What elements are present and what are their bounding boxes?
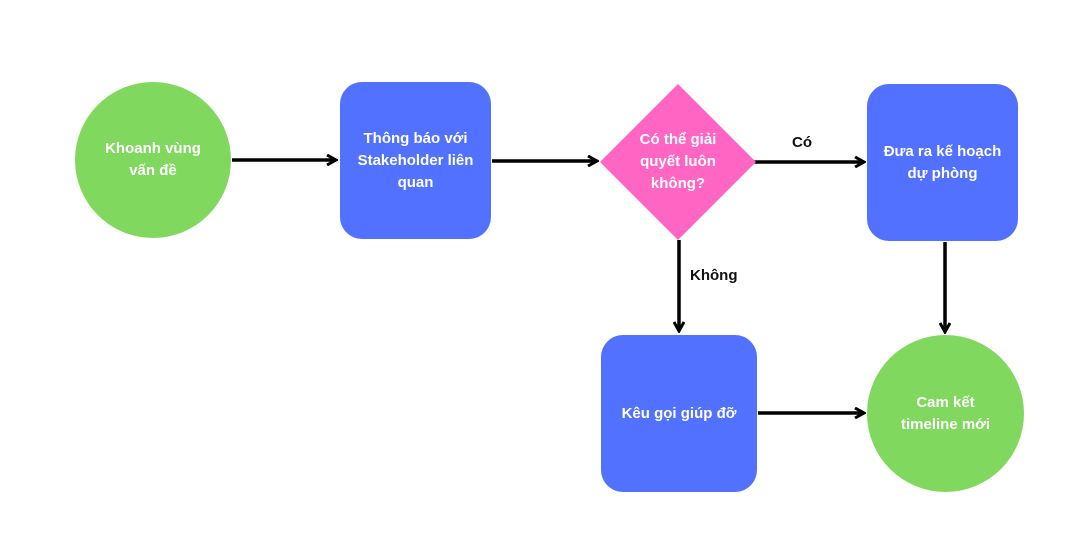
node-khoanh-vung-van-de: Khoanh vùng vấn đề (75, 82, 231, 238)
node-quyet-dinh-label: Có thể giải quyết luôn không? (639, 131, 717, 192)
edge-label-no: Không (690, 267, 738, 284)
node-du-phong: Đưa ra kế hoạch dự phòng (867, 84, 1018, 241)
node-cam-ket-timeline: Cam kết timeline mới (867, 335, 1024, 492)
node-thong-bao-stakeholder-label: Thông báo với Stakeholder liên quan (357, 129, 474, 191)
node-keu-goi-giup-do-label: Kêu gọi giúp đỡ (621, 404, 737, 422)
node-du-phong-label: Đưa ra kế hoạch dự phòng (883, 142, 1002, 182)
node-thong-bao-stakeholder: Thông báo với Stakeholder liên quan (340, 82, 491, 239)
node-khoanh-vung-van-de-label: Khoanh vùng vấn đề (105, 140, 201, 179)
edge-label-yes: Có (792, 134, 812, 151)
node-keu-goi-giup-do: Kêu gọi giúp đỡ (601, 335, 757, 492)
node-quyet-dinh-diamond (600, 84, 756, 240)
node-quyet-dinh: Có thể giải quyết luôn không? (600, 84, 756, 240)
node-cam-ket-timeline-label: Cam kết timeline mới (900, 393, 991, 433)
